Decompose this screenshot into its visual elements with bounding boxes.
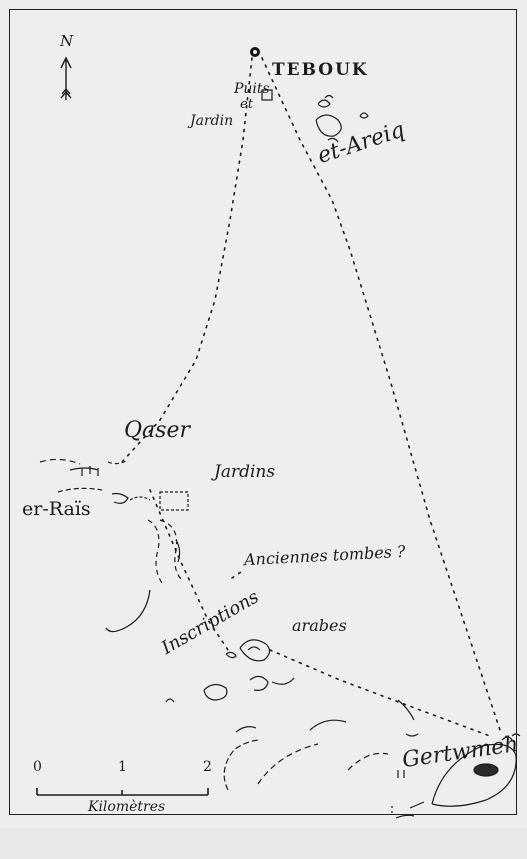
- north-label: N: [60, 32, 74, 50]
- route-lines: [121, 57, 501, 737]
- bottom-margin: [0, 828, 527, 859]
- map-frame: [9, 9, 517, 815]
- scale-tick-0: 0: [33, 759, 42, 775]
- terrain-inscriptions: [165, 639, 295, 703]
- terrain-south: [223, 699, 419, 791]
- scale-tick-1: 1: [118, 759, 127, 775]
- label-puits: Puits: [234, 81, 270, 97]
- terrain-qaser: [39, 458, 189, 633]
- tebouk-point: [250, 47, 260, 57]
- label-arabes: arabes: [292, 616, 347, 635]
- scale-tick-2: 2: [203, 759, 212, 775]
- scale-bar: [36, 788, 209, 796]
- label-et: et: [240, 97, 253, 112]
- label-jardins: Jardins: [214, 462, 276, 482]
- label-qaser: Qaser: [124, 418, 190, 443]
- terrain-gertwmeh: [391, 733, 521, 819]
- terrain-et-areiq: [315, 94, 369, 143]
- well-square: [261, 89, 273, 101]
- label-jardin: Jardin: [190, 113, 234, 129]
- route-tebouk-gertwmeh: [261, 57, 501, 731]
- label-tebouk: TEBOUK: [272, 60, 369, 80]
- label-er-rais: er-Raïs: [22, 498, 91, 520]
- north-arrow-icon: [60, 56, 72, 100]
- route-inscriptions-gertwmeh: [269, 649, 491, 737]
- route-tombes: [231, 569, 245, 579]
- scale-unit-label: Kilomètres: [88, 799, 166, 815]
- route-qaser-inscriptions: [149, 489, 229, 651]
- route-tebouk-qaser: [121, 57, 253, 463]
